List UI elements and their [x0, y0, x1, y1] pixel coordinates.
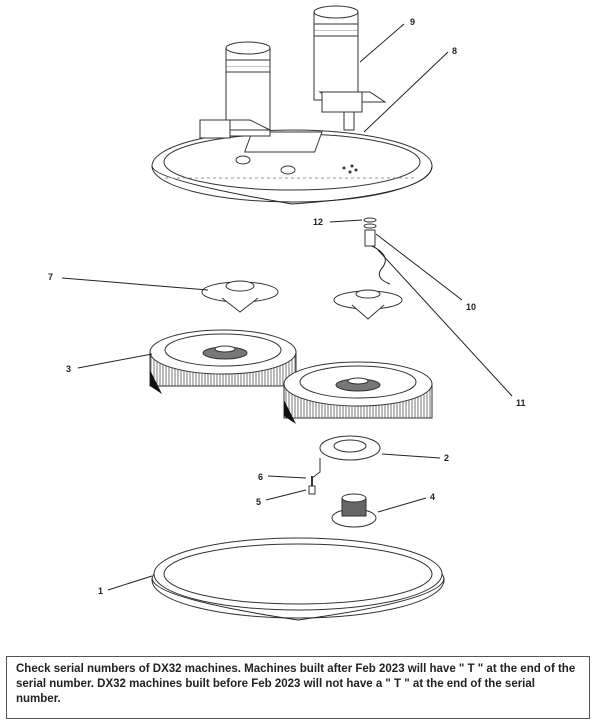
left-motor-part — [199, 41, 271, 139]
leader-9 — [359, 23, 405, 63]
callout-1: 1 — [98, 586, 103, 596]
serial-number-note-text: Check serial numbers of DX32 machines. M… — [16, 663, 576, 705]
serial-number-note: Check serial numbers of DX32 machines. M… — [6, 656, 590, 719]
callout-3: 3 — [66, 364, 71, 374]
exploded-parts-diagram: 9 8 12 10 11 7 3 2 6 5 4 1 — [48, 5, 526, 621]
callout-10: 10 — [466, 302, 476, 312]
leader-8 — [363, 51, 449, 133]
callout-5: 5 — [256, 497, 261, 507]
leader-5 — [265, 489, 307, 501]
leader-1 — [107, 575, 153, 591]
left-brush-part — [149, 329, 297, 394]
leader-10 — [375, 233, 463, 301]
right-drive-hub-part — [333, 289, 403, 320]
leader-7 — [61, 277, 209, 291]
deck-plate-part — [151, 129, 433, 205]
leader-2 — [381, 453, 441, 459]
callout-7: 7 — [48, 272, 53, 282]
leader-4 — [377, 497, 427, 513]
hose-fitting-part — [363, 217, 391, 285]
left-drive-hub-part — [201, 280, 279, 313]
pin-parts — [308, 458, 321, 495]
callout-11: 11 — [516, 398, 526, 408]
callout-8: 8 — [452, 46, 457, 56]
callout-4: 4 — [430, 492, 435, 502]
callout-6: 6 — [258, 472, 263, 482]
leader-3 — [77, 353, 153, 369]
callout-9: 9 — [410, 17, 415, 27]
leader-12 — [329, 219, 363, 223]
bumper-ring-part — [151, 537, 445, 621]
leader-11 — [377, 249, 513, 397]
callout-12: 12 — [313, 217, 323, 227]
clutch-hub-part — [331, 493, 377, 528]
right-motor-part — [313, 5, 387, 131]
right-brush-part — [283, 361, 433, 424]
callout-2: 2 — [444, 453, 449, 463]
leader-6 — [267, 475, 307, 479]
retainer-ring-part — [319, 435, 381, 461]
